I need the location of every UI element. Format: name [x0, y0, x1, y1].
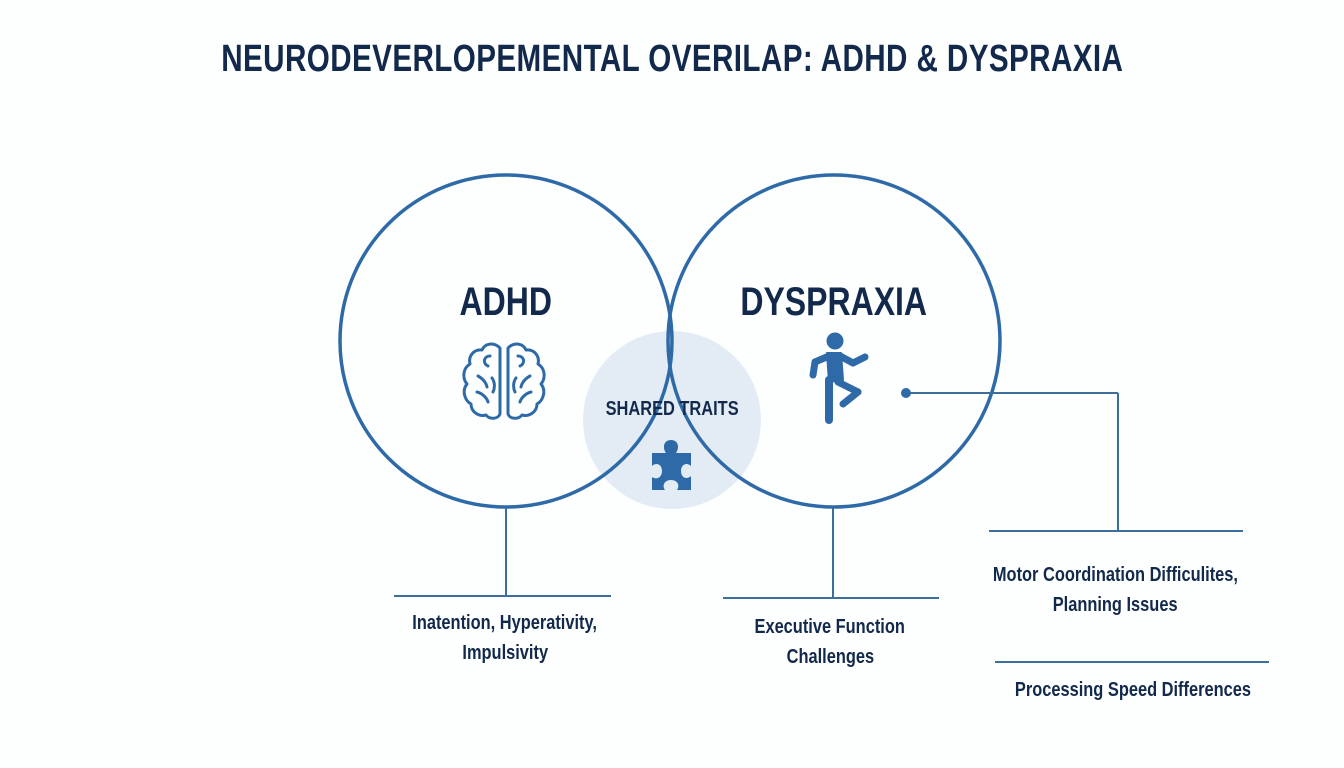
processing-speed-callout: Processing Speed Differences	[980, 675, 1285, 705]
executive-function-callout: Executive Function Challenges	[680, 612, 980, 672]
brain-icon	[462, 342, 546, 420]
adhd-label: ADHD	[459, 280, 553, 324]
puzzle-piece-icon	[652, 440, 691, 490]
adhd-callout: Inatention, Hyperativity, Impulsivity	[350, 608, 660, 668]
executive-connector	[723, 508, 939, 599]
dyspraxia-label-container: DYSPRAXIA	[684, 280, 984, 325]
page-title: NEURODEVERLOPEMENTAL OVERILAP: ADHD & DY…	[220, 38, 1124, 80]
executive-callout-line2: Challenges	[786, 646, 874, 668]
processing-callout-line1: Processing Speed Differences	[1014, 679, 1251, 701]
connector-dot	[901, 388, 911, 398]
shared-traits-label: SHARED TRAITS	[605, 398, 739, 420]
shared-traits-label-container: SHARED TRAITS	[572, 398, 772, 421]
executive-callout-line1: Executive Function	[754, 616, 906, 638]
adhd-circle	[338, 173, 674, 509]
person-balancing-icon	[809, 332, 869, 424]
adhd-connector	[394, 508, 611, 597]
adhd-callout-line1: Inatention, Hyperativity,	[412, 612, 598, 634]
dyspraxia-circle	[666, 173, 1002, 509]
motor-callout-line2: Planning Issues	[1052, 594, 1178, 616]
title-container: NEURODEVERLOPEMENTAL OVERILAP: ADHD & DY…	[0, 38, 1344, 81]
adhd-label-container: ADHD	[356, 280, 656, 325]
dyspraxia-connector	[906, 392, 1269, 663]
shared-traits-disc	[583, 331, 761, 509]
dyspraxia-label: DYSPRAXIA	[740, 280, 928, 324]
motor-callout-line1: Motor Coordination Difficulites,	[992, 564, 1238, 586]
adhd-callout-line2: Impulsivity	[462, 642, 548, 664]
motor-coordination-callout: Motor Coordination Difficulites, Plannin…	[960, 560, 1270, 620]
